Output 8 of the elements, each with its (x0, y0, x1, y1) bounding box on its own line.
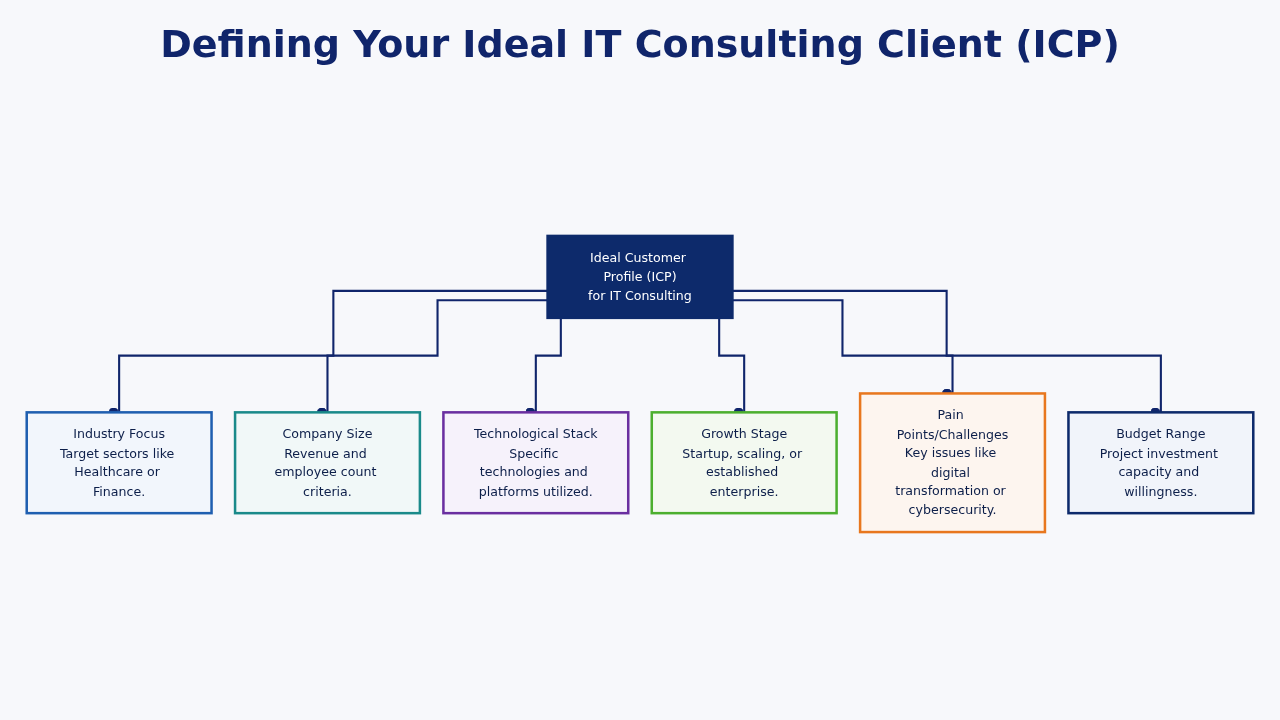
node-box: Pain Points/Challenges Key issues like digital transformation or cybersecurity. (858, 392, 1047, 534)
node-box: Growth Stage Startup, scaling, or established enterprise. (650, 411, 838, 515)
node-box: Ideal Customer Profile (ICP) for IT Consulting (546, 234, 734, 320)
node-box: Technological Stack Specific technologies and platforms utilized. (442, 411, 630, 515)
node-box: Industry Focus Target sectors like Healthcare or Finance. (25, 411, 213, 515)
diagram-title: Defining Your Ideal IT Consulting Client (ICP) (159, 21, 1121, 68)
node-box: Budget Range Project investment capacity and willingness. (1067, 411, 1255, 515)
node-box: Company Size Revenue and employee count criteria. (233, 411, 422, 515)
